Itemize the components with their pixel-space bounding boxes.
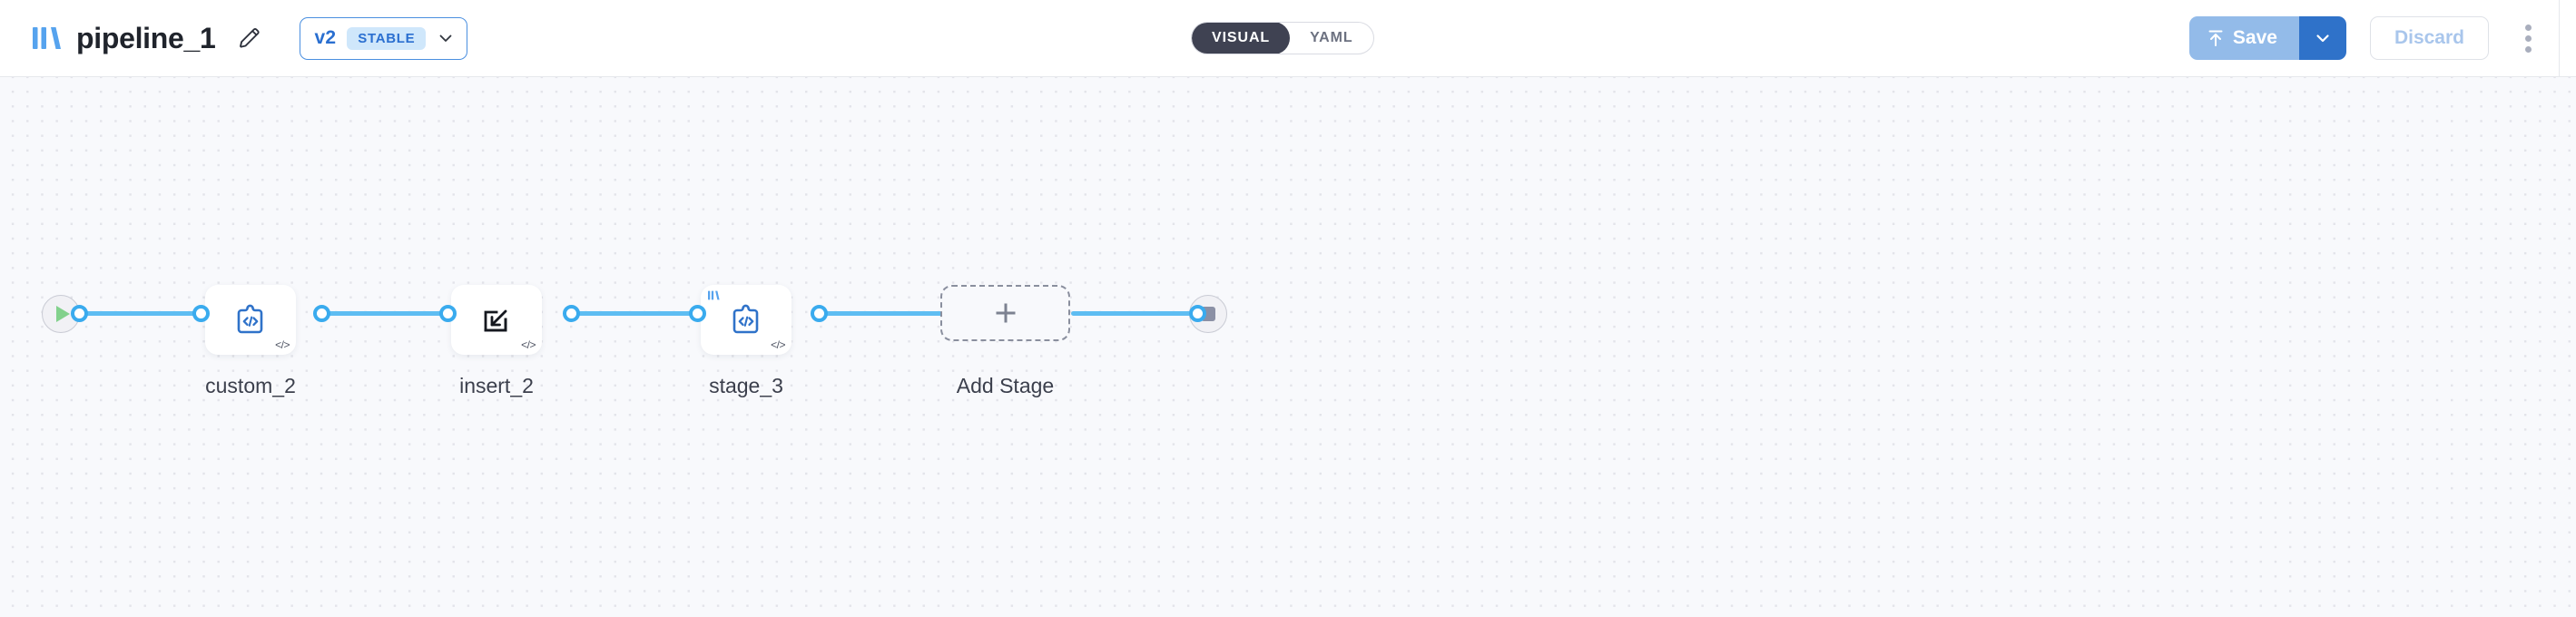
- kebab-menu-icon[interactable]: [2512, 18, 2543, 58]
- code-badge: </>: [771, 338, 785, 351]
- discard-button[interactable]: Discard: [2369, 16, 2489, 60]
- stage-node-custom-2[interactable]: </>: [205, 285, 296, 355]
- kebab-dot: [2524, 24, 2532, 31]
- chevron-down-icon: [439, 34, 452, 42]
- header-actions-group: Save Discard: [2188, 16, 2551, 60]
- edge-start-to-custom2: [76, 311, 217, 316]
- edge-stage3-to-addstage: [819, 311, 946, 316]
- pencil-icon[interactable]: [236, 24, 263, 52]
- app-header: pipeline_1 v2 STABLE VISUAL YAML: [0, 0, 2576, 77]
- tab-yaml[interactable]: YAML: [1310, 30, 1353, 45]
- add-stage-label: Add Stage: [956, 374, 1055, 397]
- edge-addstage-to-end: [1071, 311, 1195, 316]
- page-title: pipeline_1: [76, 21, 216, 54]
- view-mode-toggle[interactable]: VISUAL YAML: [1191, 22, 1374, 54]
- kebab-dot: [2524, 45, 2532, 53]
- port-start-output[interactable]: [71, 305, 88, 322]
- tab-visual[interactable]: VISUAL: [1192, 23, 1291, 54]
- stage-label-insert-2: insert_2: [459, 374, 534, 397]
- header-left-group: pipeline_1 v2 STABLE: [31, 16, 468, 60]
- stage-node-stage-3[interactable]: </>: [701, 285, 791, 355]
- port-insert2-input[interactable]: [439, 305, 457, 322]
- insert-arrow-icon: [484, 309, 507, 331]
- port-stage3-output[interactable]: [811, 305, 828, 322]
- save-dropdown-button[interactable]: [2298, 16, 2346, 60]
- kebab-dot: [2524, 34, 2532, 42]
- plus-icon: [996, 303, 1015, 323]
- header-divider: [2559, 0, 2560, 77]
- version-status-badge: STABLE: [347, 26, 427, 50]
- add-stage-button[interactable]: [940, 285, 1070, 341]
- port-insert2-output[interactable]: [563, 305, 580, 322]
- three-bars-logo-icon: [708, 290, 720, 300]
- code-badge: </>: [521, 338, 536, 351]
- upload-arrow-icon: [2208, 30, 2223, 46]
- stage-label-custom-2: custom_2: [205, 374, 296, 397]
- port-end-input[interactable]: [1189, 305, 1206, 322]
- port-custom2-output[interactable]: [313, 305, 330, 322]
- save-button-label: Save: [2232, 27, 2277, 48]
- stage-node-insert-2[interactable]: </>: [451, 285, 542, 355]
- pipeline-canvas[interactable]: </> custom_2 </> insert_2: [0, 77, 2576, 617]
- puzzle-code-icon: [237, 304, 263, 333]
- port-stage3-input[interactable]: [689, 305, 706, 322]
- edge-custom2-to-insert2: [322, 311, 464, 316]
- version-selector[interactable]: v2 STABLE: [299, 16, 468, 60]
- edge-insert2-to-stage3: [572, 311, 713, 316]
- port-custom2-input[interactable]: [192, 305, 210, 322]
- chevron-down-icon: [2316, 34, 2329, 43]
- stage-label-stage-3: stage_3: [709, 374, 783, 397]
- puzzle-code-icon: [732, 304, 759, 333]
- save-button[interactable]: Save: [2188, 16, 2299, 60]
- save-button-group: Save: [2188, 16, 2346, 60]
- three-bars-logo-icon: [33, 27, 61, 49]
- version-label: v2: [314, 27, 337, 48]
- play-icon: [55, 306, 70, 322]
- code-badge: </>: [275, 338, 290, 351]
